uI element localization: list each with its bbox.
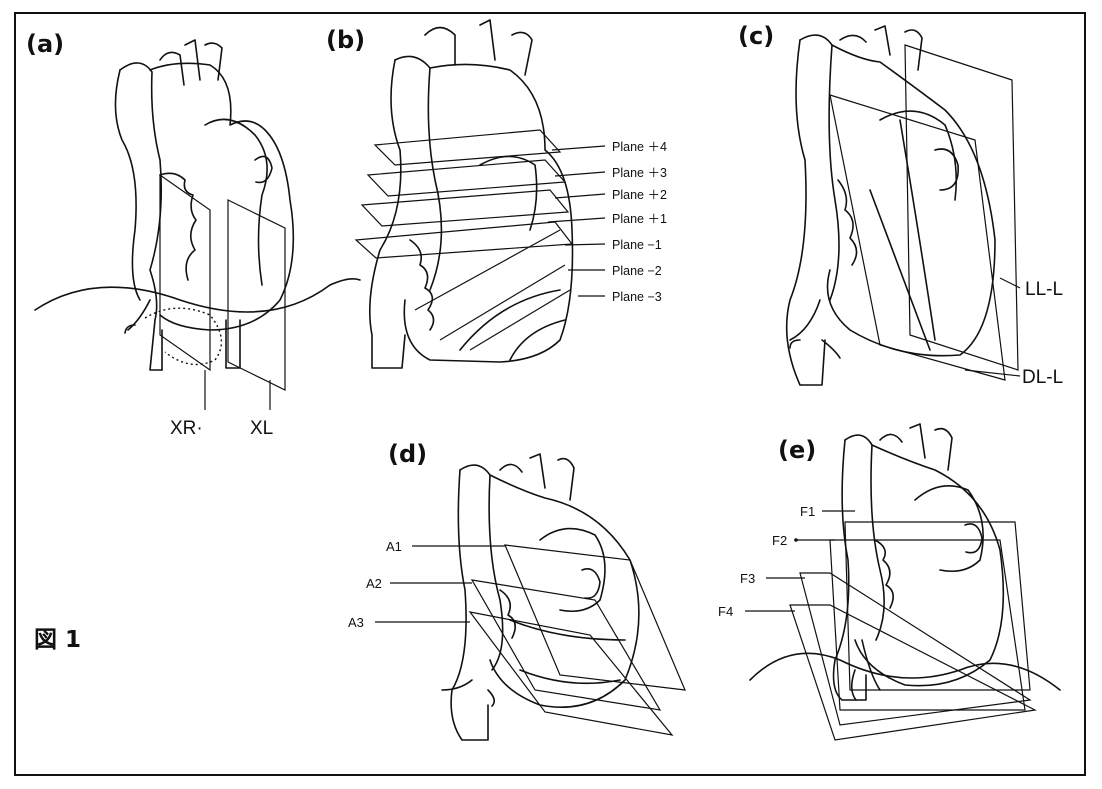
plane-xl [228,200,285,390]
diaphragm-line [35,279,360,312]
dl-l-label: DL-L [1022,367,1063,388]
ventricle-lines [510,620,625,683]
appendage [582,569,600,598]
great-vessels [500,454,574,500]
lv-line [880,111,956,200]
right-side-outline [451,470,488,740]
ll-l-label: LL-L [1025,279,1063,300]
septum-line [871,445,884,640]
septum-line [829,45,839,300]
lv-line [915,486,983,571]
f4-label: F4 [718,604,733,619]
panel-d-label: (d) [388,440,427,468]
scalloped-tissue [838,180,857,265]
panel-a-label: (a) [26,30,64,58]
plane-xr [160,175,210,370]
appendage [255,156,272,182]
xr-marker-label: XR· [170,418,203,439]
f2-dot [794,538,798,542]
panel-e: (e) F1 F2 F3 F4 [718,424,1060,740]
oblique-planes [415,230,570,350]
left-ventricle-outline [205,119,267,285]
right-side-outline [834,440,866,700]
right-atrium-outline [115,70,140,300]
f1-label: F1 [800,504,815,519]
heart-outline [460,465,639,707]
a1-label: A1 [386,539,402,554]
plane-label: Plane −1 [612,238,662,252]
right-side-outline [787,40,825,385]
right-side-outline [370,60,405,368]
heart-outline [150,63,293,330]
panel-d: (d) A1 A2 A3 [348,440,685,740]
panel-b-label: (b) [326,26,365,54]
plane-slice-1 [356,222,572,258]
plane-leaders [548,146,605,296]
ll-l-leader [1000,278,1020,288]
figure-label: 図 1 [34,627,81,653]
plane-f2 [830,540,1025,710]
plane-label: Plane −3 [612,290,662,304]
appendage [965,524,982,553]
plane-label: Plane ＋1 [612,212,667,226]
panel-c: (c) LL-L DL-L [738,22,1063,388]
ventricle-lines [870,120,935,350]
a3-label: A3 [348,615,364,630]
great-vessels [160,40,222,85]
dl-l-leader [965,370,1020,376]
plane-label: Plane ＋3 [612,166,667,180]
f2-label: F2 [772,533,787,548]
plane-a1 [505,545,685,690]
scalloped-tissue [160,173,196,280]
plane-label: Plane ＋4 [612,140,667,154]
panel-a: (a) XR· XL [26,30,360,439]
panel-c-label: (c) [738,22,774,50]
panel-b: (b) Plane ＋4 Plane ＋3 Plane ＋2 Plan [326,20,667,368]
ivc [442,680,494,706]
xl-marker-label: XL [250,418,273,439]
a2-label: A2 [366,576,382,591]
plane-ll-l [905,45,1018,370]
plane-slice-4 [375,130,560,165]
f3-label: F3 [740,571,755,586]
heart-outline [395,56,573,362]
svc-outline [120,63,162,370]
plane-label: Plane −2 [612,264,662,278]
scalloped-tissue [410,240,434,330]
septum-line [428,68,441,290]
lv-line [540,529,605,612]
panel-e-label: (e) [778,436,816,464]
plane-label: Plane ＋2 [612,188,667,202]
